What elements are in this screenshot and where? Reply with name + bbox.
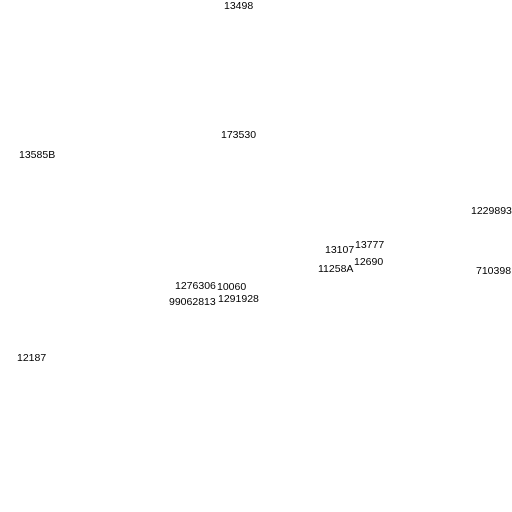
map-label-99062813: 99062813 bbox=[169, 296, 216, 308]
map-label-13777: 13777 bbox=[355, 239, 385, 251]
map-label-1276306: 1276306 bbox=[175, 280, 216, 292]
map-label-13585B: 13585B bbox=[19, 149, 56, 161]
map-label-1291928: 1291928 bbox=[218, 293, 259, 305]
map-label-173530: 173530 bbox=[221, 129, 257, 141]
map-label-13498: 13498 bbox=[224, 0, 254, 12]
map-label-12187: 12187 bbox=[17, 352, 47, 364]
map-label-13107: 13107 bbox=[325, 244, 355, 256]
map-label-1229893: 1229893 bbox=[471, 205, 512, 217]
map-label-12690: 12690 bbox=[354, 256, 384, 268]
map-label-11258A: 11258A bbox=[318, 263, 354, 275]
map-label-710398: 710398 bbox=[476, 265, 512, 277]
map-label-10060: 10060 bbox=[217, 281, 247, 293]
